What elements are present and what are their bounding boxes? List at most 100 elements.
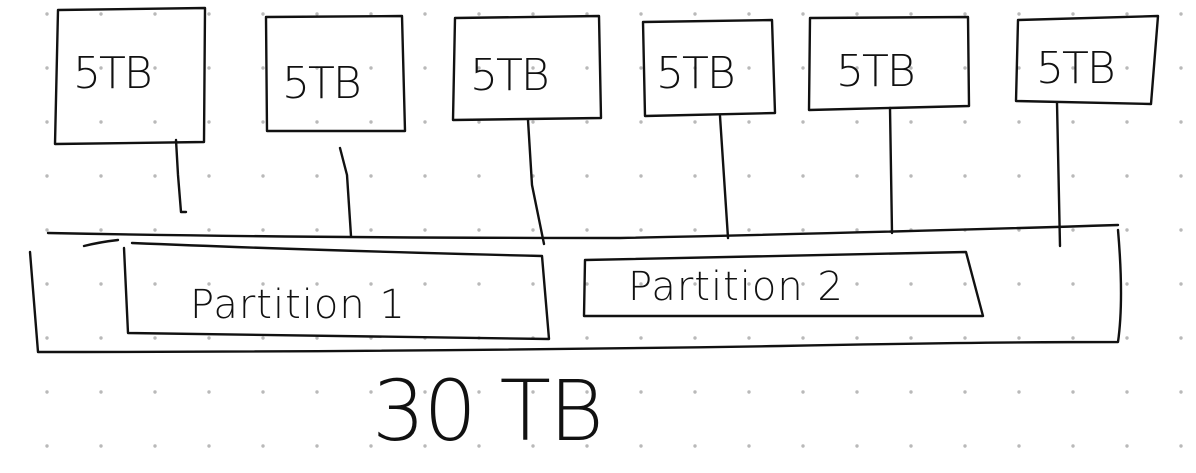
grid-dot — [639, 336, 643, 340]
grid-dot — [909, 336, 913, 340]
grid-dot — [585, 282, 589, 286]
partition-2: Partition 2 — [582, 250, 985, 318]
grid-dot — [855, 390, 859, 394]
grid-dot — [1125, 66, 1129, 70]
grid-dot — [531, 282, 535, 286]
grid-dot — [1125, 282, 1129, 286]
disk-row: 5TB 5TB 5TB 5TB 5TB 5TB — [53, 6, 1160, 146]
grid-dot — [639, 66, 643, 70]
grid-dot — [693, 390, 697, 394]
grid-dot — [585, 12, 589, 16]
grid-dot — [855, 228, 859, 232]
grid-dot — [423, 66, 427, 70]
grid-dot — [963, 66, 967, 70]
grid-dot — [1179, 12, 1183, 16]
grid-dot — [1017, 444, 1021, 448]
grid-dot — [855, 66, 859, 70]
grid-dot — [747, 12, 751, 16]
grid-dot — [801, 444, 805, 448]
grid-dot — [207, 174, 211, 178]
grid-dot — [45, 282, 49, 286]
grid-dot — [369, 390, 373, 394]
grid-dot — [207, 12, 211, 16]
grid-dot — [585, 390, 589, 394]
grid-dot — [99, 66, 103, 70]
grid-dot — [423, 444, 427, 448]
grid-dot — [207, 336, 211, 340]
grid-dot — [585, 66, 589, 70]
grid-dot — [747, 336, 751, 340]
grid-dot — [531, 390, 535, 394]
connectors — [174, 101, 1062, 248]
pool-outline — [28, 228, 1123, 354]
grid-dot — [801, 12, 805, 16]
grid-dot — [963, 336, 967, 340]
grid-dot — [207, 282, 211, 286]
grid-dot — [315, 66, 319, 70]
grid-dot — [747, 282, 751, 286]
grid-dot — [1125, 390, 1129, 394]
grid-dot — [45, 120, 49, 124]
total-capacity-label: 30 TB — [372, 362, 602, 460]
grid-dot — [207, 66, 211, 70]
grid-dot — [1125, 336, 1129, 340]
grid-dot — [747, 390, 751, 394]
grid-dot — [639, 390, 643, 394]
grid-dot — [315, 174, 319, 178]
grid-dot — [423, 174, 427, 178]
grid-dot — [1125, 12, 1129, 16]
grid-dot — [99, 228, 103, 232]
grid-dot — [1017, 120, 1021, 124]
grid-dot — [909, 66, 913, 70]
grid-dot — [693, 174, 697, 178]
disk-label: 5TB — [470, 50, 548, 101]
grid-dot — [1125, 444, 1129, 448]
connector-4 — [718, 114, 730, 240]
grid-dot — [99, 336, 103, 340]
grid-dot — [963, 390, 967, 394]
grid-dot — [693, 12, 697, 16]
grid-dot — [369, 66, 373, 70]
grid-dot — [693, 336, 697, 340]
grid-dot — [693, 282, 697, 286]
grid-dot — [801, 282, 805, 286]
grid-dot — [261, 120, 265, 124]
dot-grid — [45, 12, 1183, 448]
grid-dot — [801, 120, 805, 124]
grid-dot — [1071, 336, 1075, 340]
grid-dot — [855, 174, 859, 178]
grid-dot — [1017, 282, 1021, 286]
disk-5: 5TB — [807, 15, 971, 112]
grid-dot — [261, 66, 265, 70]
grid-dot — [261, 228, 265, 232]
grid-dot — [315, 282, 319, 286]
grid-dot — [99, 390, 103, 394]
grid-dot — [45, 174, 49, 178]
grid-dot — [1071, 174, 1075, 178]
grid-dot — [153, 120, 157, 124]
connector-1 — [174, 138, 188, 214]
grid-dot — [1125, 228, 1129, 232]
grid-dot — [531, 228, 535, 232]
grid-dot — [1179, 336, 1183, 340]
grid-dot — [99, 174, 103, 178]
grid-dot — [315, 444, 319, 448]
grid-dot — [99, 282, 103, 286]
pool-top-edge — [46, 223, 1120, 240]
grid-dot — [45, 336, 49, 340]
grid-dot — [423, 12, 427, 16]
grid-dot — [1179, 390, 1183, 394]
grid-dot — [153, 282, 157, 286]
grid-dot — [801, 390, 805, 394]
grid-dot — [1125, 174, 1129, 178]
grid-dot — [1017, 12, 1021, 16]
grid-dot — [1017, 66, 1021, 70]
grid-dot — [909, 174, 913, 178]
grid-dot — [639, 444, 643, 448]
grid-dot — [855, 336, 859, 340]
grid-dot — [369, 444, 373, 448]
disk-label: 5TB — [836, 46, 914, 97]
grid-dot — [207, 228, 211, 232]
disk-label: 5TB — [73, 48, 151, 99]
